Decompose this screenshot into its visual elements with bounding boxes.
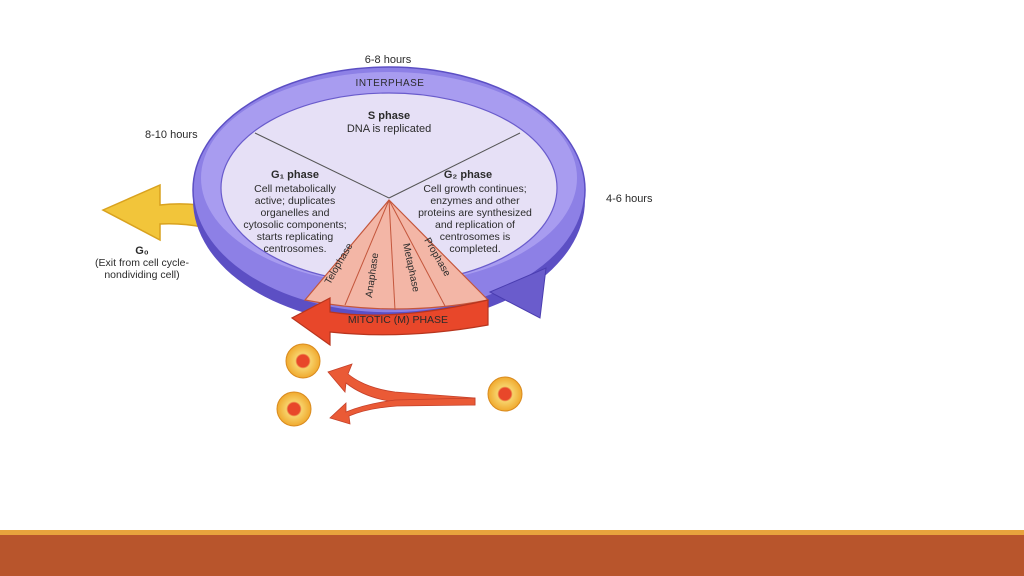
g1-line: active; duplicates [255, 195, 336, 207]
g1-line: organelles and [261, 207, 330, 219]
g1-line: Cell metabolically [254, 183, 336, 195]
g2-line: completed. [449, 243, 500, 255]
g2-phase-duration: 4-6 hours [606, 193, 653, 205]
parent-cell [487, 376, 523, 412]
footer-bar [0, 535, 1024, 576]
g2-line: proteins are synthesized [418, 207, 532, 219]
mitotic-phase-label: MITOTIC (M) PHASE [348, 314, 448, 326]
g1-line: starts replicating [257, 231, 334, 243]
mitotic-wedge [303, 199, 490, 310]
g0-line: nondividing cell) [104, 269, 179, 281]
g0-title: G₀ [135, 245, 149, 257]
g1-line: centrosomes. [263, 243, 326, 255]
g2-phase-title: G₂ phase [444, 169, 492, 181]
divider-s-g1 [254, 132, 390, 199]
daughter-cell [285, 343, 321, 379]
g1-line: cytosolic components; [243, 219, 346, 231]
g2-line: enzymes and other [430, 195, 520, 207]
g0-line: (Exit from cell cycle- [95, 257, 189, 269]
mitotic-phase-arrow [290, 297, 489, 347]
s-phase-duration: 6-8 hours [365, 54, 412, 66]
g1-phase-duration: 8-10 hours [145, 129, 198, 141]
s-phase-description: DNA is replicated [347, 123, 431, 135]
g2-line: Cell growth continues; [423, 183, 526, 195]
g2-phase-description: Cell growth continues; enzymes and other… [418, 183, 532, 255]
divider-s-g2 [388, 132, 521, 199]
g1-phase-description: Cell metabolically active; duplicates or… [243, 183, 346, 255]
s-phase-title: S phase [368, 110, 410, 122]
daughter-cell [276, 391, 312, 427]
g1-phase-title: G₁ phase [271, 169, 319, 181]
g2-line: centrosomes is [440, 231, 511, 243]
wedge-divider-3 [388, 199, 446, 307]
wedge-divider-1 [344, 199, 390, 306]
division-arrow [329, 397, 476, 425]
interphase-arrowhead [488, 267, 547, 319]
g2-line: and replication of [435, 219, 515, 231]
interphase-label: INTERPHASE [356, 78, 425, 89]
footer-accent-line [0, 530, 1024, 535]
wedge-divider-2 [388, 199, 396, 311]
